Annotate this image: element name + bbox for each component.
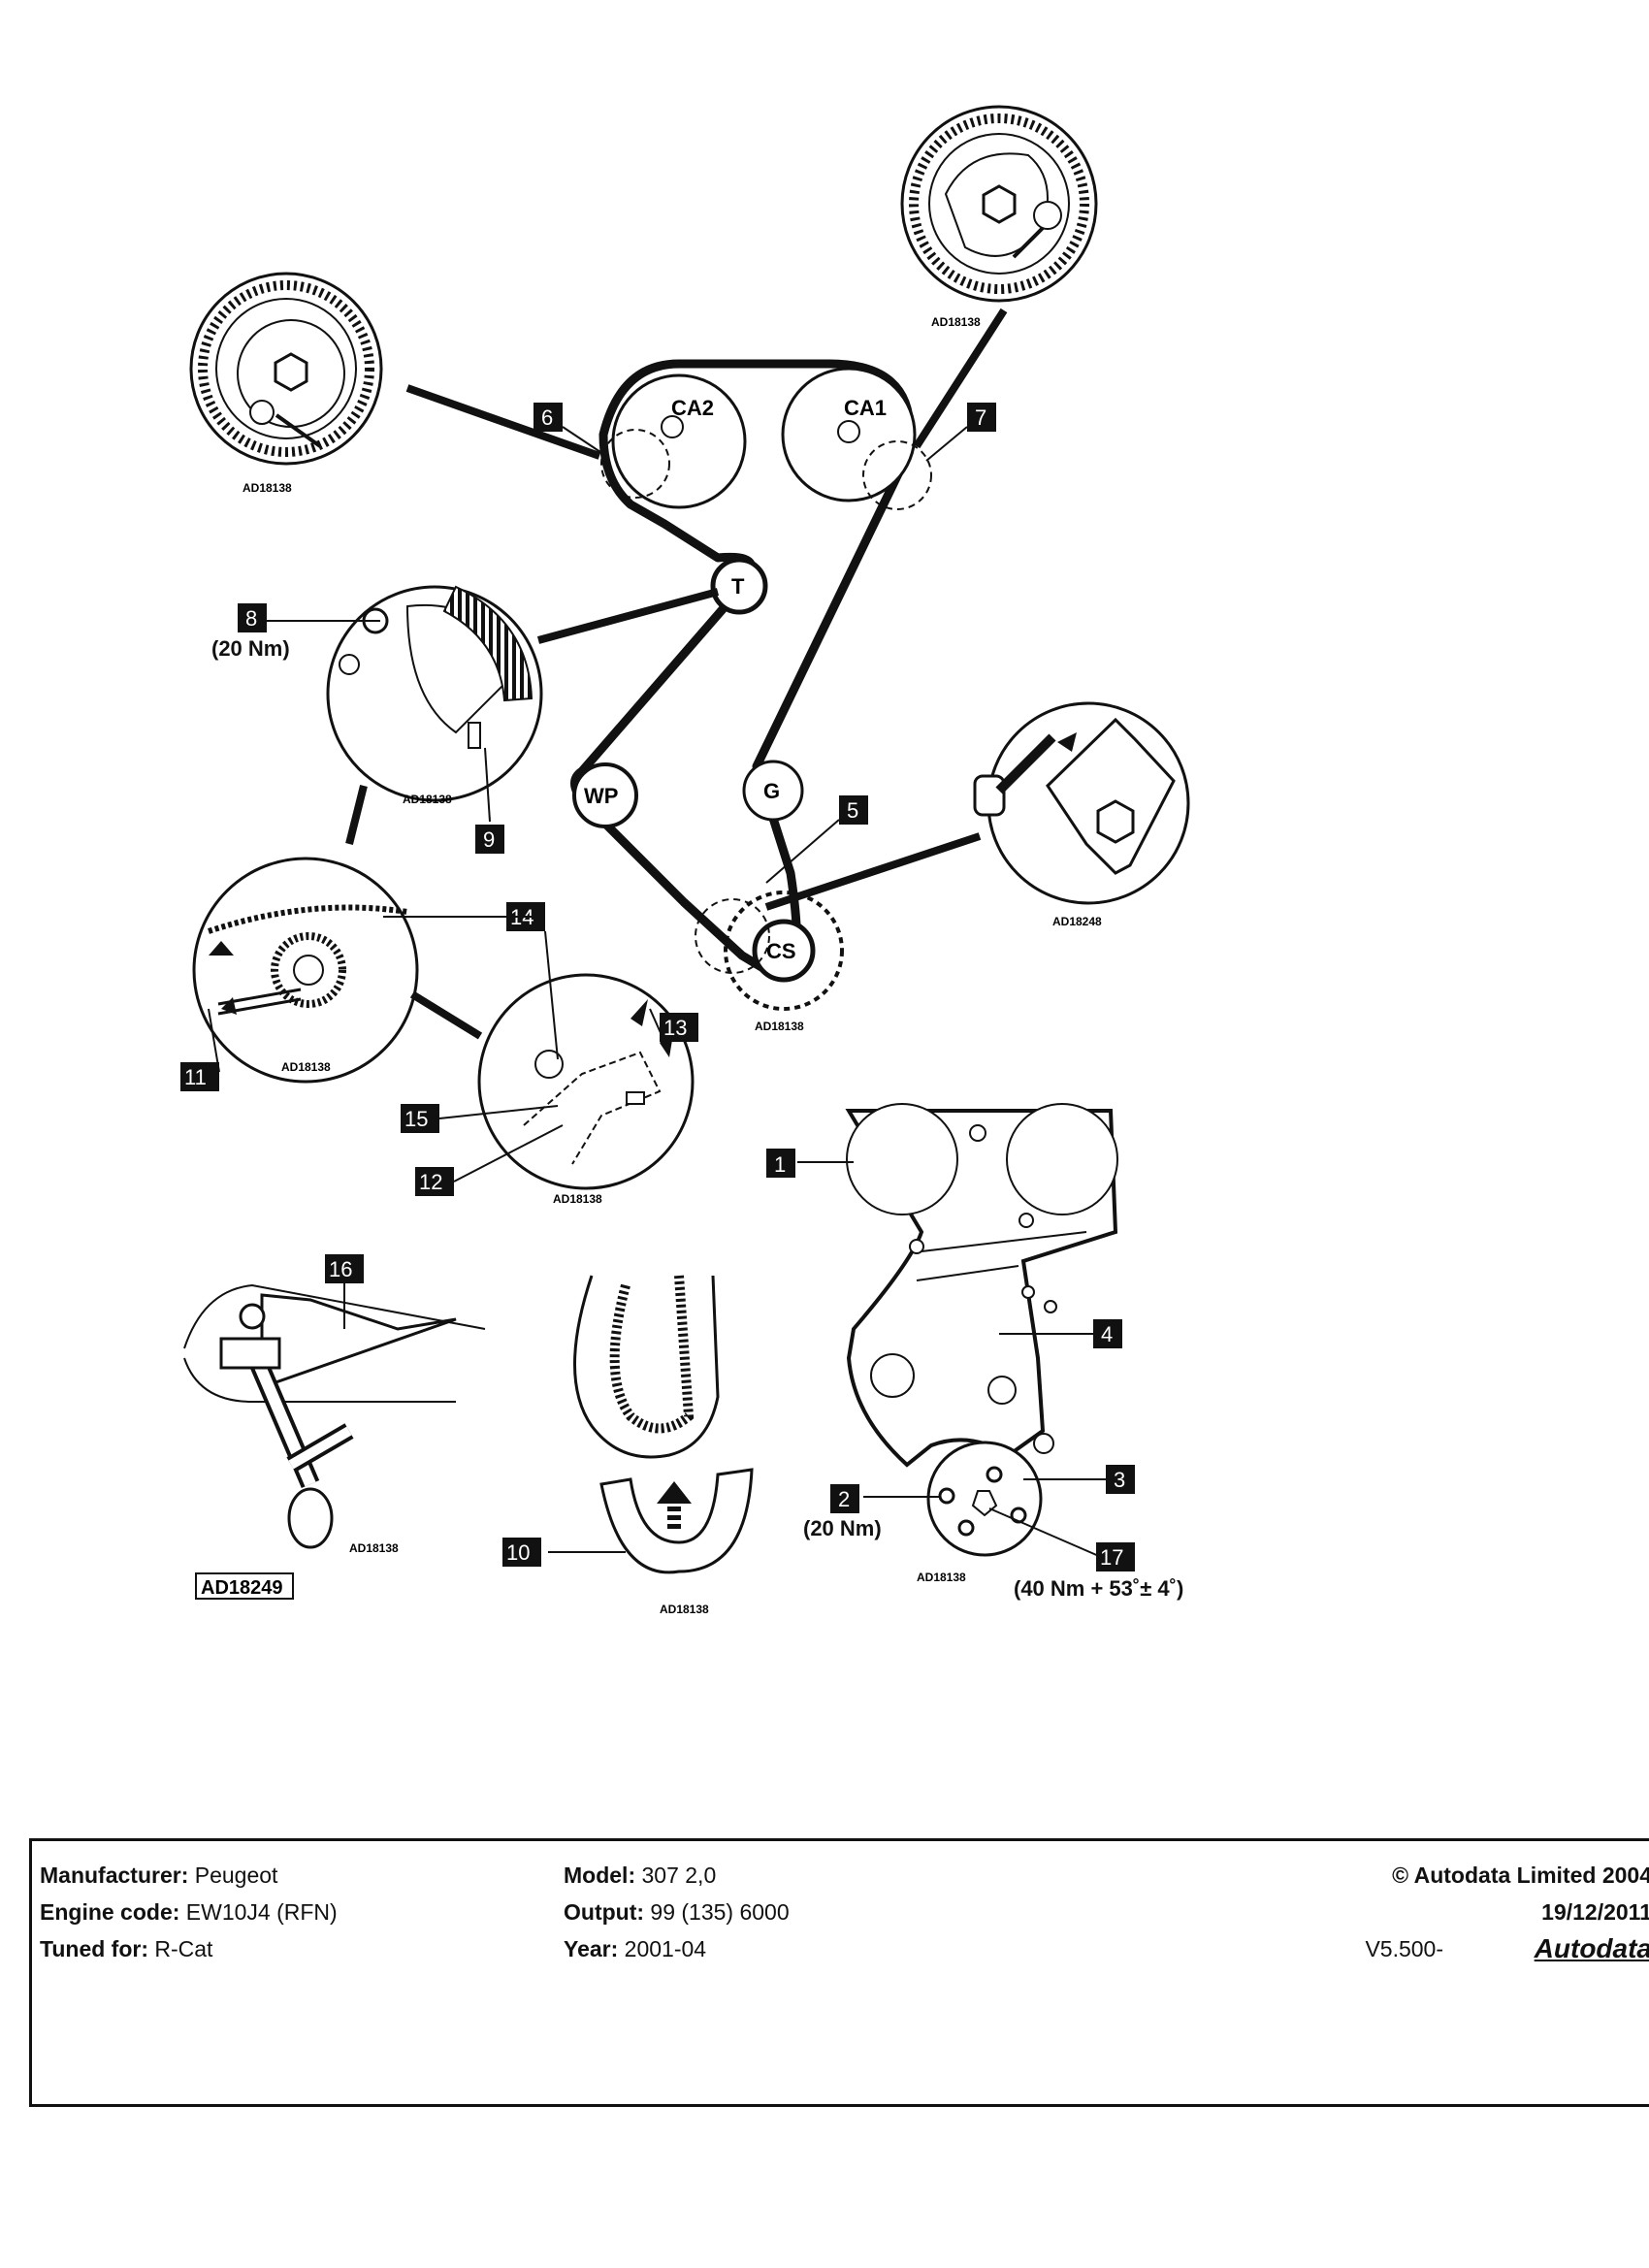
ref-label-holding-tool: AD18138 (349, 1541, 399, 1555)
detail-crank-pin: AD18248 (973, 701, 1190, 928)
callout-7: 7 (967, 403, 996, 432)
detail-holding-tool: AD18138 (183, 1283, 486, 1555)
ref-label-adjust: AD18138 (553, 1192, 602, 1206)
leader-cam-right (913, 308, 1008, 449)
svg-text:5: 5 (847, 798, 858, 823)
torque-item-2: (20 Nm) (803, 1516, 882, 1540)
leader-tensioner (536, 588, 720, 644)
svg-text:8: 8 (245, 606, 257, 631)
callout-15: 15 (401, 1104, 439, 1133)
tuned-for-label: Tuned for: (40, 1936, 148, 1961)
ref-label-cam-left: AD18138 (242, 481, 292, 495)
pulley-wp: WP (572, 762, 638, 828)
model-label: Model: (564, 1863, 636, 1888)
detail-timing-cover: AD18138 (845, 1103, 1118, 1584)
ref-label-belt-fitting: AD18138 (660, 1603, 709, 1616)
engine-code-value: EW10J4 (RFN) (185, 1899, 338, 1925)
timing-belt-diagram: CA2 CA1 T WP G CS AD18138 AD18138 (180, 105, 1190, 1616)
pulley-g-label: G (763, 779, 780, 803)
manufacturer-value: Peugeot (194, 1863, 278, 1888)
svg-text:11: 11 (184, 1065, 207, 1089)
callout-9: 9 (475, 825, 504, 854)
pulley-cs-label: CS (766, 939, 796, 963)
svg-text:13: 13 (663, 1016, 687, 1040)
pulley-g: G (742, 760, 804, 822)
pulley-ca1: CA1 (781, 367, 917, 502)
callout-11: 11 (180, 1062, 219, 1091)
ref-label-cs: AD18138 (755, 1020, 804, 1033)
detail-tensioner: AD18138 (326, 585, 543, 806)
torque-item-8: (20 Nm) (211, 636, 290, 661)
engine-code-label: Engine code: (40, 1899, 180, 1925)
svg-text:7: 7 (975, 405, 986, 430)
callout-3: 3 (1106, 1465, 1135, 1494)
leader-crank-pin (764, 832, 982, 911)
autodata-logo: Autodata (1534, 1933, 1649, 1963)
year-label: Year: (564, 1936, 619, 1961)
output-value: 99 (135) 6000 (650, 1899, 790, 1925)
svg-text:2: 2 (838, 1487, 850, 1511)
detail-camshaft-right: AD18138 (900, 105, 1098, 329)
callout-leaders (208, 426, 968, 1329)
pulley-t-label: T (731, 574, 745, 599)
callouts: 1 2 3 4 5 6 7 8 9 10 11 12 13 14 15 16 1… (180, 403, 1135, 1571)
svg-text:17: 17 (1100, 1545, 1123, 1570)
pulley-ca2: CA2 (611, 373, 747, 509)
svg-text:9: 9 (483, 827, 495, 852)
ref-label-crank-lock: AD18138 (281, 1060, 331, 1074)
callout-10: 10 (502, 1538, 541, 1567)
svg-text:1: 1 (774, 1152, 786, 1177)
manufacturer-label: Manufacturer: (40, 1863, 189, 1888)
callout-4: 4 (1093, 1319, 1122, 1348)
model-value: 307 2,0 (641, 1863, 717, 1888)
pulley-t: T (710, 557, 768, 615)
svg-text:4: 4 (1101, 1322, 1113, 1346)
report-date: 19/12/2011 (1541, 1899, 1649, 1925)
callout-12: 12 (415, 1167, 454, 1196)
ref-label-ad18249: AD18249 (201, 1577, 283, 1599)
callout-5: 5 (839, 795, 868, 825)
pulley-ca1-label: CA1 (844, 396, 887, 420)
svg-text:3: 3 (1114, 1468, 1125, 1492)
pulley-cs: CS AD18138 (695, 891, 844, 1033)
callout-16: 16 (325, 1254, 364, 1283)
callout-17: 17 (1096, 1542, 1135, 1571)
info-column-left: Manufacturer: Peugeot Engine code: EW10J… (40, 1857, 338, 1967)
ref-label-cover: AD18138 (917, 1571, 966, 1584)
ref-label-cam-right: AD18138 (931, 315, 981, 329)
detail-belt-fitting: AD18138 (573, 1275, 754, 1616)
pulley-wp-label: WP (584, 784, 618, 808)
svg-text:15: 15 (404, 1107, 428, 1131)
callout-8: 8 (238, 603, 267, 632)
copyright: © Autodata Limited 2004 (1392, 1863, 1649, 1888)
tuned-for-value: R-Cat (154, 1936, 213, 1961)
pulley-ca2-label: CA2 (671, 396, 714, 420)
version: V5.500- (1365, 1936, 1443, 1961)
detail-crank-lock: AD18138 (192, 857, 419, 1084)
callout-6: 6 (534, 403, 563, 432)
ref-label-tensioner: AD18138 (403, 793, 452, 806)
info-column-middle: Model: 307 2,0 Output: 99 (135) 6000 Yea… (564, 1857, 790, 1967)
ref-label-crank-pin: AD18248 (1052, 915, 1102, 928)
svg-text:6: 6 (541, 405, 553, 430)
info-column-right: © Autodata Limited 2004 19/12/2011 V5.50… (1002, 1857, 1649, 1967)
detail-marker-ca1 (862, 440, 932, 510)
detail-tensioner-adjust: AD18138 (477, 973, 695, 1206)
detail-marker-ca2 (600, 429, 670, 499)
callout-13: 13 (660, 1013, 698, 1042)
output-label: Output: (564, 1899, 645, 1925)
svg-text:16: 16 (329, 1257, 352, 1281)
callout-1: 1 (766, 1149, 795, 1178)
year-value: 2001-04 (624, 1936, 707, 1961)
svg-text:12: 12 (419, 1170, 442, 1194)
leader-cam-left (405, 384, 601, 460)
callout-2: 2 (830, 1484, 859, 1513)
vehicle-info-box: Manufacturer: Peugeot Engine code: EW10J… (29, 1838, 1649, 2107)
svg-text:10: 10 (506, 1540, 530, 1565)
detail-camshaft-left: AD18138 (189, 272, 383, 495)
torque-item-17: (40 Nm + 53˚± 4˚) (1014, 1576, 1183, 1601)
